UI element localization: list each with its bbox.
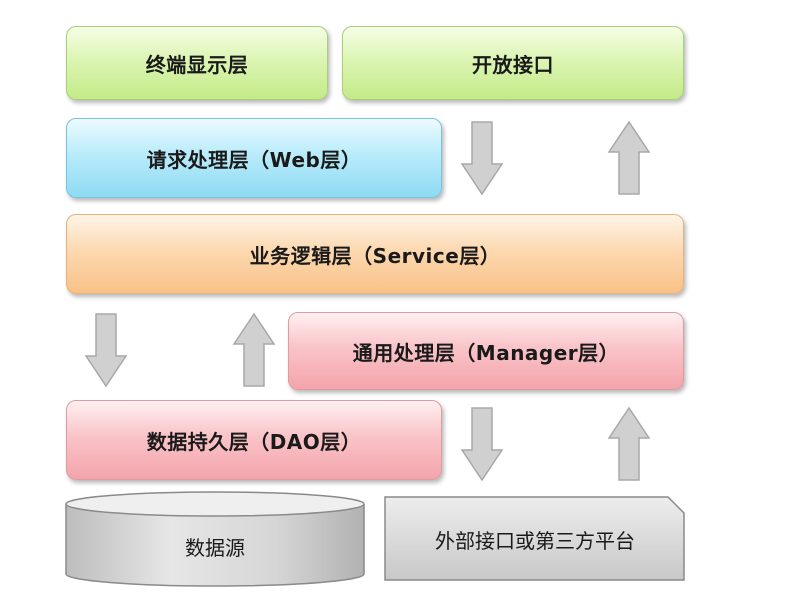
web-layer: 请求处理层（Web层） [66, 118, 442, 198]
folded-box-shape [384, 496, 685, 581]
open-api-label: 开放接口 [472, 52, 554, 77]
service-layer-label: 业务逻辑层（Service层） [249, 243, 501, 268]
external-platform-label: 外部接口或第三方平台 [435, 528, 635, 553]
datasource-cylinder: 数据源 [64, 490, 366, 590]
up-arrow-icon [232, 312, 276, 387]
down-arrow-icon [460, 407, 504, 482]
web-layer-label: 请求处理层（Web层） [146, 147, 362, 172]
external-platform-box: 外部接口或第三方平台 [384, 496, 686, 582]
down-arrow-icon [460, 121, 504, 196]
open-api-layer: 开放接口 [342, 26, 684, 100]
database-cylinder-shape [65, 491, 365, 587]
terminal-display-label: 终端显示层 [145, 52, 249, 77]
down-arrow-icon [84, 313, 128, 388]
dao-layer: 数据持久层（DAO层） [66, 400, 442, 480]
dao-layer-label: 数据持久层（DAO层） [146, 429, 362, 454]
service-layer: 业务逻辑层（Service层） [66, 214, 684, 294]
up-arrow-icon [607, 120, 651, 195]
manager-layer: 通用处理层（Manager层） [288, 312, 684, 390]
terminal-display-layer: 终端显示层 [66, 26, 328, 100]
datasource-label: 数据源 [185, 535, 245, 560]
up-arrow-icon [607, 406, 651, 481]
manager-layer-label: 通用处理层（Manager层） [352, 340, 620, 365]
